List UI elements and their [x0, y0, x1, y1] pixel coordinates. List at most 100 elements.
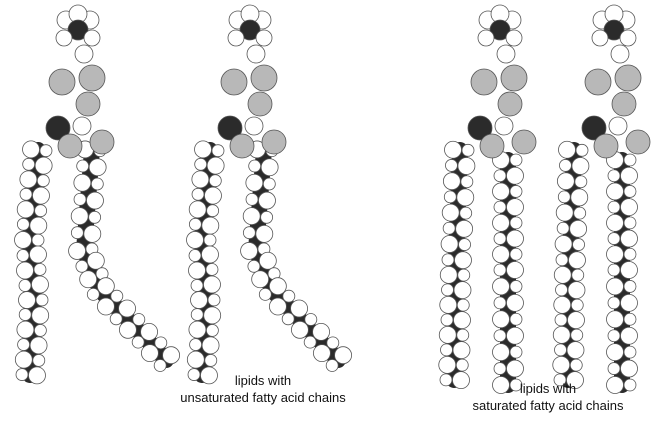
oxygen-atom — [221, 69, 247, 95]
hydrogen-atom — [291, 300, 308, 317]
hydrogen-atom — [440, 266, 457, 283]
hydrogen-atom — [573, 239, 585, 251]
hydrogen-atom — [494, 363, 506, 375]
hydrogen-atom — [457, 299, 469, 311]
hydrogen-atom — [553, 356, 570, 373]
hydrogen-atom — [493, 278, 510, 295]
hydrogen-atom — [507, 230, 524, 247]
hydrogen-atom — [191, 309, 203, 321]
hydrogen-atom — [608, 233, 620, 245]
hydrogen-atom — [439, 356, 456, 373]
hydrogen-atom — [23, 141, 40, 158]
oxygen-atom — [230, 134, 254, 158]
hydrogen-atom — [74, 193, 86, 205]
hydrogen-atom — [624, 346, 636, 358]
oxygen-atom — [90, 130, 114, 154]
hydrogen-atom — [18, 339, 30, 351]
hydrogen-atom — [163, 347, 180, 364]
hydrogen-atom — [510, 313, 522, 325]
hydrogen-atom — [510, 346, 522, 358]
hydrogen-atom — [89, 211, 101, 223]
hydrogen-atom — [189, 201, 206, 218]
hydrogen-atom — [247, 45, 265, 63]
hydrogen-atom — [305, 314, 317, 326]
hydrogen-atom — [576, 144, 588, 156]
saturated-caption-line1: lipids with — [448, 380, 648, 397]
hydrogen-atom — [30, 337, 47, 354]
hydrogen-atom — [624, 248, 636, 260]
hydrogen-atom — [28, 367, 45, 384]
hydrogen-atom — [86, 192, 103, 209]
hydrogen-atom — [571, 299, 583, 311]
hydrogen-atom — [497, 45, 515, 63]
hydrogen-atom — [31, 276, 48, 293]
hydrogen-atom — [261, 159, 278, 176]
saturated-lipids-caption: lipids with saturated fatty acid chains — [448, 380, 648, 414]
hydrogen-atom — [556, 204, 573, 221]
hydrogen-atom — [442, 204, 459, 221]
hydrogen-atom — [29, 246, 46, 263]
hydrogen-atom — [621, 327, 638, 344]
hydrogen-atom — [269, 298, 286, 315]
hydrogen-atom — [246, 193, 258, 205]
hydrogen-atom — [570, 359, 582, 371]
saturated-lipid — [553, 5, 650, 394]
hydrogen-atom — [36, 294, 48, 306]
hydrogen-atom — [592, 30, 608, 46]
hydrogen-atom — [32, 187, 49, 204]
hydrogen-atom — [444, 191, 456, 203]
hydrogen-atom — [119, 300, 136, 317]
oxygen-atom — [626, 130, 650, 154]
hydrogen-atom — [313, 345, 330, 362]
hydrogen-atom — [187, 231, 204, 248]
hydrogen-atom — [554, 296, 571, 313]
oxygen-atom — [594, 134, 618, 158]
oxygen-atom — [498, 92, 522, 116]
hydrogen-atom — [207, 157, 224, 174]
hydrogen-atom — [441, 344, 453, 356]
hydrogen-atom — [494, 297, 506, 309]
hydrogen-atom — [571, 329, 583, 341]
hydrogen-atom — [454, 282, 471, 299]
hydrogen-atom — [15, 351, 32, 368]
hydrogen-atom — [56, 30, 72, 46]
hydrogen-atom — [326, 359, 338, 371]
hydrogen-atom — [554, 266, 571, 283]
hydrogen-atom — [80, 271, 97, 288]
hydrogen-atom — [89, 159, 106, 176]
hydrogen-atom — [32, 234, 44, 246]
hydrogen-atom — [191, 280, 203, 292]
oxygen-atom — [501, 65, 527, 91]
unsaturated-caption-line1: lipids with — [178, 372, 348, 389]
hydrogen-atom — [155, 337, 167, 349]
hydrogen-atom — [494, 264, 506, 276]
hydrogen-atom — [187, 351, 204, 368]
hydrogen-atom — [204, 234, 216, 246]
hydrogen-atom — [192, 188, 204, 200]
unsaturated-lipids-caption: lipids with unsaturated fatty acid chain… — [178, 372, 348, 406]
hydrogen-atom — [460, 207, 472, 219]
hydrogen-atom — [203, 276, 220, 293]
oxygen-atom — [76, 92, 100, 116]
hydrogen-atom — [282, 313, 294, 325]
saturated-caption-line2: saturated fatty acid chains — [448, 397, 648, 414]
hydrogen-atom — [202, 217, 219, 234]
hydrogen-atom — [23, 158, 35, 170]
hydrogen-atom — [620, 30, 636, 46]
hydrogen-atom — [189, 218, 201, 230]
hydrogen-atom — [607, 246, 624, 263]
hydrogen-atom — [557, 173, 574, 190]
oxygen-atom — [262, 130, 286, 154]
oxygen-atom — [612, 92, 636, 116]
hydrogen-atom — [71, 227, 83, 239]
oxygen-atom — [585, 69, 611, 95]
oxygen-atom — [248, 92, 272, 116]
oxygen-atom — [79, 65, 105, 91]
hydrogen-atom — [572, 157, 589, 174]
oxygen-atom — [480, 134, 504, 158]
hydrogen-atom — [567, 342, 584, 359]
hydrogen-atom — [17, 321, 34, 338]
hydrogen-atom — [607, 214, 624, 231]
hydrogen-atom — [510, 154, 522, 166]
hydrogen-atom — [555, 344, 567, 356]
